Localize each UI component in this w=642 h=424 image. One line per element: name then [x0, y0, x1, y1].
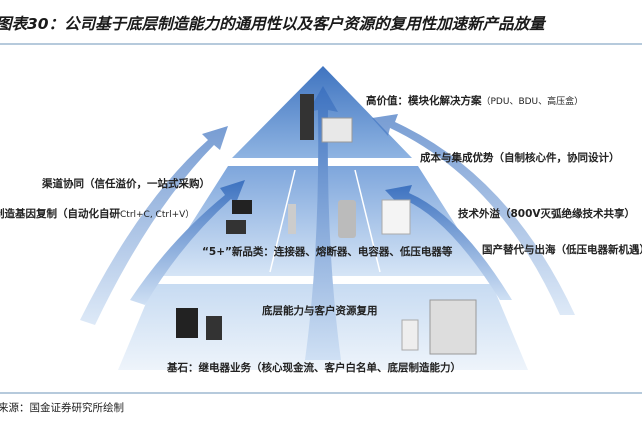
bdu-product-image [300, 94, 314, 140]
right-arrow-lower [385, 185, 512, 300]
capacitor-image [338, 200, 356, 238]
connector-image [232, 200, 252, 214]
right-label-cost: 成本与集成优势（自制核心件，协同设计） [420, 152, 620, 164]
right-label-domestic: 国产替代与出海（低压电器新机遇） [482, 244, 642, 256]
relay-image [176, 308, 198, 338]
breaker-image-2 [401, 319, 419, 351]
left-arrow-lower [130, 180, 245, 305]
automation-machine-image [429, 299, 477, 355]
connector-image-2 [226, 220, 246, 234]
base-tier-label: 基石：继电器业务（核心现金流、客户白名单、底层制造能力） [167, 362, 461, 374]
top-tier-label: 高价值：模块化解决方案（PDU、BDU、高压盒） [366, 95, 584, 107]
right-label-tech: 技术外溢（800V灭弧绝缘技术共享） [458, 208, 636, 220]
left-arrow-upper [80, 126, 228, 325]
source-note: 来源：国金证券研究所绘制 [0, 402, 124, 414]
breaker-image [381, 199, 411, 235]
fuse-image [288, 204, 296, 234]
center-arrow [305, 86, 341, 360]
base-center-label: 底层能力与客户资源复用 [262, 305, 378, 317]
right-arrow-upper [372, 114, 575, 315]
middle-tier-label: “5+”新品类：连接器、熔断器、电容器、低压电器等 [202, 246, 453, 258]
relay-image-2 [206, 316, 222, 340]
figure-title: 图表30：公司基于底层制造能力的通用性以及客户资源的复用性加速新产品放量 [0, 15, 545, 33]
pdu-product-image [321, 117, 353, 143]
left-label-manufacturing: 制造基因复制（自动化自研Ctrl+C, Ctrl+V） [0, 208, 195, 220]
left-label-channel: 渠道协同（信任溢价，一站式采购） [42, 178, 210, 190]
